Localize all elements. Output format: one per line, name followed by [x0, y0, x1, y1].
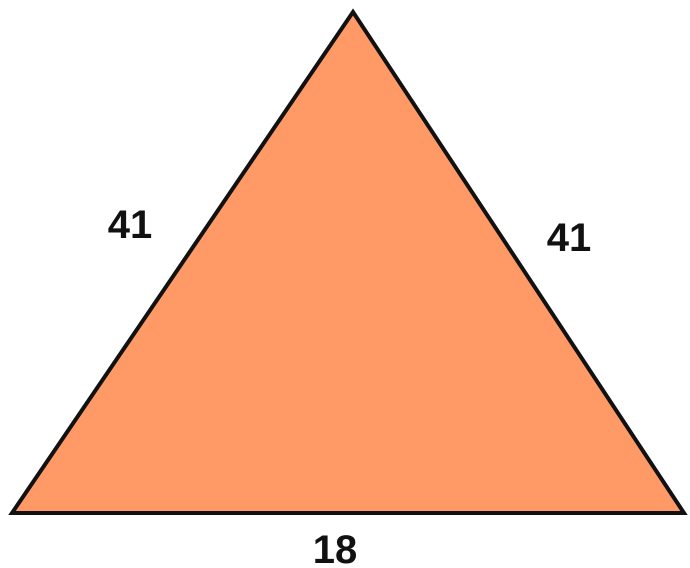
right-side-label: 41: [547, 216, 592, 260]
triangle-shape: [8, 8, 688, 515]
bottom-side-label: 18: [313, 528, 358, 568]
left-side-label: 41: [108, 203, 153, 247]
